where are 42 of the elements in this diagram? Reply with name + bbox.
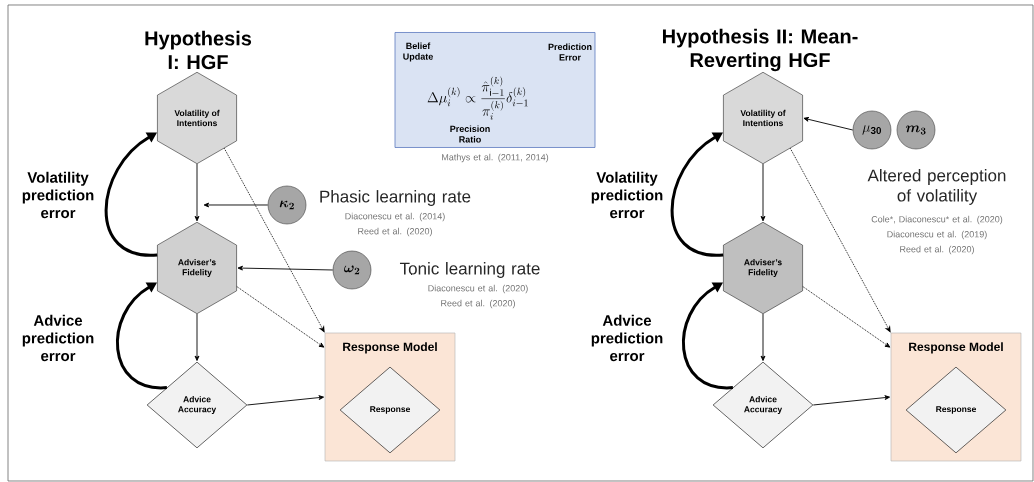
diamond-node: Response (339, 366, 441, 454)
reference-text: Reed et al. (2020) (358, 227, 432, 237)
reference-text: Diaconescu et al. (2019) (887, 230, 987, 240)
hypothesis-title: Hypothesis II: Mean-Reverting HGF (663, 28, 858, 72)
side-label: Volatility prediction error (591, 171, 663, 219)
diamond-node: Advice Accuracy (146, 361, 248, 449)
side-label: Volatility prediction error (22, 171, 94, 219)
arrow (194, 163, 200, 222)
reference-text: Diaconescu et al. (2014) (345, 212, 445, 222)
curved-arrow (670, 132, 724, 257)
curved-arrow (116, 282, 167, 390)
hexagon-node: Volatility of Intentions (157, 72, 237, 164)
curved-arrow (682, 282, 733, 390)
arrow (803, 116, 854, 131)
reference-text: Diaconescu et al. (2020) (428, 284, 528, 294)
arrow (760, 313, 766, 361)
dotted-arrow (802, 286, 891, 348)
arrow (237, 265, 334, 271)
hexagon-node: Volatility of Intentions (723, 72, 803, 164)
side-label: Advice prediction error (591, 314, 663, 362)
diamond-node: Response (905, 366, 1007, 454)
reference-text: Mathys et al. (2011, 2014) (442, 153, 549, 163)
dotted-arrow (236, 286, 325, 348)
arrow (194, 313, 200, 361)
hexagon-node: Adviser’s Fidelity (723, 222, 803, 314)
reference-text: Cole*, Diaconescu* et al. (2020) (871, 215, 1003, 225)
diamond-node: Advice Accuracy (712, 361, 814, 449)
reference-text: Reed et al. (2020) (900, 245, 974, 255)
dotted-arrow (789, 147, 891, 333)
hexagon-node: Adviser’s Fidelity (157, 222, 237, 314)
dotted-arrow (223, 147, 325, 333)
arrow (760, 163, 766, 222)
arrow (812, 395, 890, 406)
parameter-caption: Altered perception of volatility (867, 169, 1006, 205)
parameter-caption: Tonic learning rate (400, 262, 540, 278)
side-label: Advice prediction error (22, 314, 94, 362)
arrow (203, 202, 269, 208)
arrow (246, 395, 324, 406)
reference-text: Reed et al. (2020) (441, 299, 515, 309)
parameter-caption: Phasic learning rate (320, 190, 471, 206)
equation-box: Belief Update Prediction Error $\Delta\mu_i^{(k)} \propto \frac{\hat{\pi}_{\mathrm{i}-1}^{(k)}}{\pi_i^{(k)}}\delta_{i-1}^{(k)}$ Precision Ratio (394, 32, 596, 148)
curved-arrow (104, 132, 158, 257)
